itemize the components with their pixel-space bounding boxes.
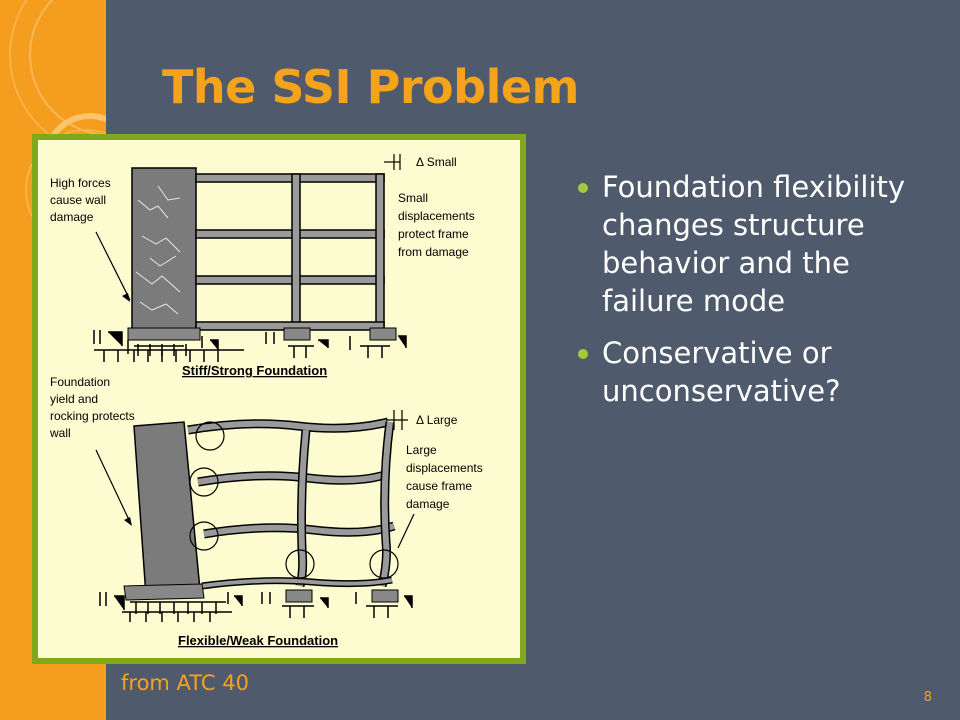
bottom-footing [285,589,313,603]
bottom-rocking-wall [133,421,201,597]
top-soil-hatch [93,330,407,362]
annotation-line: yield and [50,392,98,406]
annotation-line: High forces [50,176,111,190]
ssi-figure: High forces cause wall damage Δ Small Sm… [38,140,520,658]
bottom-wall-footing [123,583,205,601]
annotation-line: damage [406,497,450,511]
bottom-panel-label: Flexible/Weak Foundation [178,633,338,648]
ssi-diagram: High forces cause wall damage Δ Small Sm… [49,154,483,648]
top-wall-footing [127,327,201,341]
bottom-right-annotation: Large displacements cause frame damage [406,443,483,511]
slide-title: The SSI Problem [162,60,580,114]
bottom-delta-label: Δ Large [416,413,458,427]
bullet-item: Conservative or unconservative? [576,334,936,410]
annotation-line: from damage [398,245,469,259]
annotation-line: cause frame [406,479,472,493]
annotation-line: Small [398,191,428,205]
annotation-line: damage [50,210,94,224]
top-delta-label: Δ Small [416,155,457,169]
plastic-hinge-markers [189,421,399,579]
delta-marker [386,410,408,430]
annotation-arrow [95,231,131,301]
bullet-text: Foundation flexibility changes structure… [602,170,906,318]
page-number: 8 [923,690,932,705]
ssi-figure-frame: High forces cause wall damage Δ Small Sm… [32,134,526,664]
top-footing [283,327,311,341]
bottom-left-annotation: Foundation yield and rocking protects wa… [49,375,135,440]
bullet-dot-icon [578,183,588,193]
top-panel-label: Stiff/Strong Foundation [182,363,327,378]
figure-caption: from ATC 40 [121,671,249,695]
annotation-arrow [95,449,131,523]
annotation-arrow [397,513,415,549]
arrow-head [122,293,130,302]
wall-cracks [135,185,181,315]
annotation-line: Large [406,443,437,457]
annotation-line: displacements [398,209,475,223]
annotation-line: wall [49,426,71,440]
top-shear-wall [131,167,197,331]
annotation-line: rocking protects [50,409,135,423]
annotation-line: displacements [406,461,483,475]
top-frame [195,173,385,331]
bullet-item: Foundation flexibility changes structure… [576,168,936,320]
bottom-footing [371,589,399,603]
bullet-list: Foundation flexibility changes structure… [576,168,936,424]
bottom-frame [187,417,396,590]
delta-marker [384,154,401,170]
top-right-annotation: Small displacements protect frame from d… [398,191,475,259]
annotation-line: protect frame [398,227,469,241]
bullet-dot-icon [578,349,588,359]
annotation-line: Foundation [50,375,110,389]
bottom-soil-hatch [99,592,413,622]
arrow-head [124,517,132,526]
annotation-line: cause wall [50,193,106,207]
top-footing [369,327,397,341]
top-left-annotation: High forces cause wall damage [50,176,111,224]
bullet-text: Conservative or unconservative? [602,336,841,408]
